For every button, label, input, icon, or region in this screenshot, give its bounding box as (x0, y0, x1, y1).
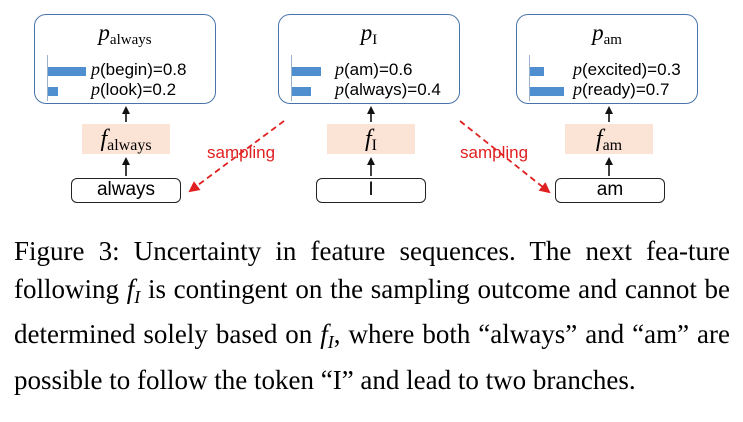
probability-bar (530, 87, 564, 96)
distribution-box-I: pI p(am)=0.6 p(always)=0.4 (278, 14, 460, 104)
distribution-title: pam (517, 19, 697, 54)
probability-label: p(always)=0.4 (335, 79, 441, 100)
sampling-arrow-right (459, 120, 551, 194)
bar-axis (529, 55, 531, 101)
token-box-I: I (316, 178, 426, 203)
probability-bar (292, 87, 311, 96)
p-symbol: p (335, 79, 344, 99)
feature-subscript: I (371, 137, 377, 154)
token-box-always: always (71, 178, 181, 203)
p-symbol: p (592, 20, 604, 45)
caption-math-f: f (320, 319, 328, 349)
probability-bar (48, 67, 86, 76)
distribution-title: palways (35, 19, 215, 54)
caption-math-f: f (126, 273, 135, 304)
figure: palways p(begin)=0.8 p(look)=0.2 falways… (34, 14, 698, 203)
sampling-label-right: sampling (460, 143, 529, 162)
bar-axis (291, 55, 293, 101)
probability-text: (ready)=0.7 (582, 80, 670, 99)
feature-subscript: always (107, 137, 152, 154)
f-symbol: f (365, 126, 372, 152)
distribution-subscript: always (109, 32, 152, 48)
probability-text: (look)=0.2 (100, 80, 177, 99)
caption-label: Figure 3: (14, 236, 120, 266)
probability-label: p(am)=0.6 (335, 59, 413, 80)
probability-text: (excited)=0.3 (582, 60, 681, 79)
f-symbol: f (100, 126, 108, 152)
p-symbol: p (98, 20, 110, 45)
p-symbol: p (335, 59, 344, 79)
probability-bar (530, 67, 544, 76)
arrows-layer (122, 106, 613, 194)
probability-label: p(look)=0.2 (91, 79, 176, 100)
distribution-box-always: palways p(begin)=0.8 p(look)=0.2 (34, 14, 216, 104)
probability-label: p(begin)=0.8 (91, 59, 186, 80)
p-symbol: p (573, 59, 582, 79)
token-box-am: am (555, 178, 665, 203)
sampling-arrow-left (188, 120, 285, 193)
p-symbol: p (360, 20, 373, 45)
probability-text: (begin)=0.8 (100, 60, 187, 79)
feature-box-I: fI (327, 124, 415, 154)
figure-caption: Figure 3: Uncertainty in feature sequenc… (14, 233, 730, 399)
caption-math-sub: I (327, 332, 334, 352)
p-symbol: p (573, 79, 582, 99)
feature-box-always: falways (82, 124, 170, 154)
probability-text: (am)=0.6 (344, 60, 413, 79)
feature-subscript: am (602, 137, 623, 154)
caption-text: Uncertainty in feature sequences. The ne… (14, 236, 731, 304)
caption-math-sub: I (134, 286, 141, 307)
p-symbol: p (91, 59, 100, 79)
caption-text: , where both “always” and “am” are possi… (14, 319, 730, 395)
f-symbol: f (595, 126, 603, 152)
p-symbol: p (91, 79, 100, 99)
probability-label: p(excited)=0.3 (573, 59, 681, 80)
distribution-subscript: I (372, 32, 378, 48)
distribution-box-am: pam p(excited)=0.3 p(ready)=0.7 (516, 14, 698, 104)
probability-text: (always)=0.4 (344, 80, 441, 99)
probability-bar (48, 87, 58, 96)
feature-box-am: fam (565, 124, 653, 154)
probability-label: p(ready)=0.7 (573, 79, 669, 100)
caption-text: is contingent on the sampling outcome an… (14, 273, 731, 350)
distribution-title: pI (279, 19, 459, 54)
probability-bar (292, 67, 321, 76)
bar-axis (47, 55, 49, 101)
distribution-subscript: am (603, 32, 622, 48)
